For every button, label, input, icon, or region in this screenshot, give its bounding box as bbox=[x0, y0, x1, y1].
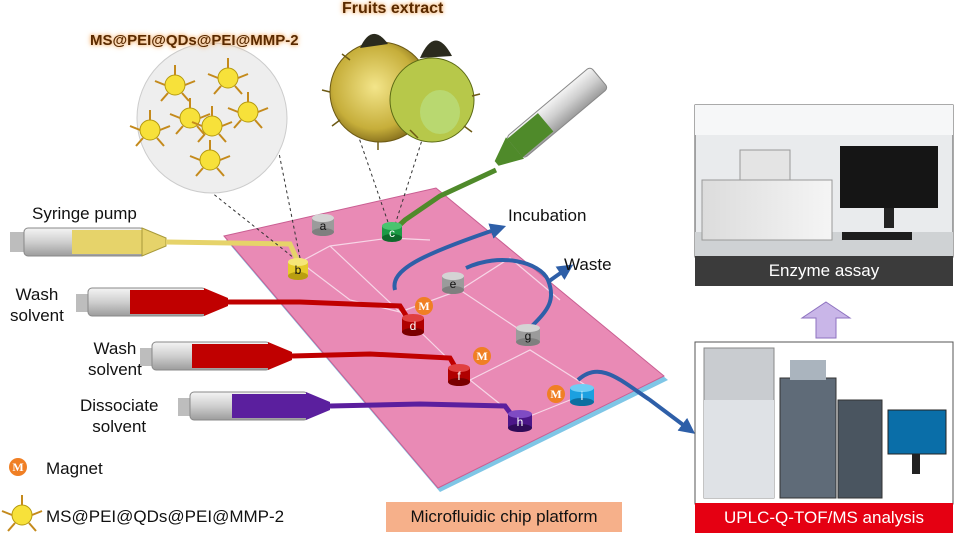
legend-magnet-label: Magnet bbox=[46, 459, 103, 478]
well-label-h: h bbox=[517, 415, 524, 429]
dissociate-solvent-label: Dissociate solvent bbox=[80, 396, 159, 436]
enzyme-assay-label: Enzyme assay bbox=[695, 256, 953, 286]
lc-monitor bbox=[887, 409, 947, 455]
enzyme-assay-photo bbox=[694, 104, 954, 258]
ms-particle-zoom bbox=[129, 42, 288, 194]
lc-module bbox=[837, 399, 883, 499]
chip-surface bbox=[223, 187, 665, 489]
incubation-label: Incubation bbox=[508, 206, 587, 225]
legend-magnet-icon-label: M bbox=[12, 460, 23, 474]
uplc-photo bbox=[694, 341, 954, 505]
up-arrow bbox=[800, 301, 852, 339]
wash-solvent-label-1: Wash solvent bbox=[10, 285, 64, 325]
well-label-b: b bbox=[295, 263, 302, 277]
well-label-e: e bbox=[450, 277, 457, 291]
fruit-flesh bbox=[420, 90, 460, 134]
microfluidic-chip bbox=[223, 187, 668, 492]
legend-ms-icon bbox=[1, 495, 43, 532]
fruits-extract-label: Fruits extract bbox=[342, 0, 444, 17]
platform-label: Microfluidic chip platform bbox=[386, 502, 622, 532]
waste-label: Waste bbox=[564, 255, 612, 274]
lc-stack bbox=[779, 377, 837, 499]
well-f bbox=[448, 364, 470, 386]
lc-monitor-stand bbox=[912, 454, 920, 474]
wash-solvent-syringe-1 bbox=[76, 287, 413, 324]
magnet-d-label: M bbox=[418, 299, 429, 313]
waste-arrow bbox=[546, 264, 574, 284]
syringe-pump-syringe bbox=[10, 227, 303, 268]
well-g bbox=[516, 324, 540, 346]
to-uplc-arrow bbox=[576, 369, 696, 434]
well-label-d: d bbox=[410, 319, 417, 333]
incubation-arrow bbox=[392, 223, 507, 291]
well-e bbox=[442, 272, 464, 294]
well-label-i: i bbox=[581, 389, 584, 403]
magnet-i-label: M bbox=[550, 387, 561, 401]
well-i bbox=[570, 384, 594, 406]
plate-reader-top bbox=[739, 149, 791, 181]
well-label-c: c bbox=[389, 226, 395, 240]
well-h bbox=[508, 410, 532, 432]
legend-ms-label: MS@PEI@QDs@PEI@MMP-2 bbox=[46, 507, 285, 526]
monitor-stand bbox=[884, 208, 894, 228]
fruit-spines bbox=[321, 53, 481, 150]
well-b bbox=[288, 258, 308, 280]
dissociate-solvent-syringe bbox=[178, 391, 516, 421]
keyboard bbox=[842, 232, 912, 240]
ms-instrument-lower bbox=[704, 400, 774, 498]
well-labels: a b c d e f g h i bbox=[295, 219, 584, 429]
ms-particles bbox=[129, 58, 269, 177]
fruits-extract-image bbox=[321, 33, 481, 150]
well-a bbox=[312, 214, 334, 236]
well-label-a: a bbox=[320, 219, 327, 233]
monitor bbox=[840, 146, 938, 208]
chip-wells bbox=[288, 214, 594, 432]
well-d bbox=[402, 314, 424, 336]
wash-solvent-label-2: Wash solvent bbox=[88, 339, 142, 379]
legend-magnet-icon bbox=[9, 458, 27, 476]
magnet-f bbox=[473, 347, 491, 365]
ms-composite-label: MS@PEI@QDs@PEI@MMP-2 bbox=[90, 32, 299, 49]
flow-arrows bbox=[392, 223, 696, 434]
magnets: M M M M bbox=[9, 297, 565, 476]
magnet-d bbox=[415, 297, 433, 315]
uplc-label: UPLC-Q-TOF/MS analysis bbox=[695, 503, 953, 533]
fruits-extract-syringe bbox=[390, 67, 608, 234]
magnet-i bbox=[547, 385, 565, 403]
syringe-pump-label: Syringe pump bbox=[32, 204, 137, 223]
enzyme-photo-wall bbox=[695, 105, 953, 135]
well-label-g: g bbox=[525, 329, 532, 343]
fruit-top-left bbox=[360, 33, 388, 48]
well-c bbox=[382, 222, 402, 242]
fruit-top-right bbox=[420, 40, 452, 58]
magnet-f-label: M bbox=[476, 349, 487, 363]
well-label-f: f bbox=[457, 369, 461, 383]
solvent-bottles bbox=[790, 360, 826, 380]
plate-reader-body bbox=[701, 179, 833, 241]
